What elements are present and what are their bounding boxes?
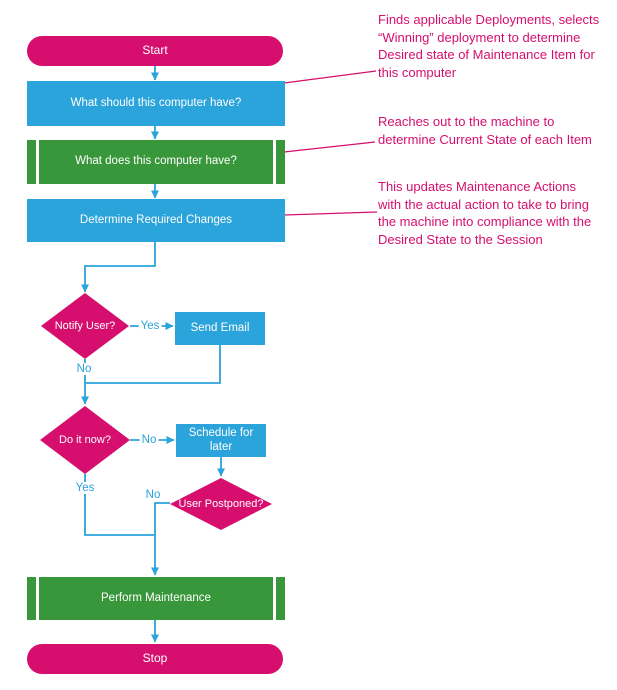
annotation-desired-state: Finds applicable Deployments, selects “W… [378, 11, 599, 81]
edge-label-postponed-no: No [143, 489, 163, 501]
annotation-line: with the actual action to take to bring [378, 196, 590, 212]
predefined-stripe-right [273, 140, 276, 184]
annotation-current-state: Reaches out to the machine to determine … [378, 113, 592, 148]
edge-label-notify-no: No [74, 363, 94, 375]
annotation-line: this computer [378, 64, 457, 80]
node-start: Start [27, 36, 283, 66]
edge-now-yes-to-merge [84, 474, 154, 536]
node-what-should-this-computer-have: What should this computer have? [27, 81, 285, 126]
annotation-line: This updates Maintenance Actions [378, 179, 577, 194]
annotation-line: “Winning” deployment to determine [378, 29, 581, 45]
edge-label-now-yes: Yes [73, 482, 97, 494]
node-what-does-this-computer-have: What does this computer have? [27, 140, 285, 184]
predefined-stripe-left [36, 140, 39, 184]
node-schedule-for-later: Schedule for later [176, 424, 266, 457]
annotation-line: the machine into compliance with the [378, 214, 592, 229]
callout-line-current [283, 141, 376, 153]
annotation-line: determine Current State of each Item [378, 131, 592, 147]
edge-label-now-no: No [139, 434, 159, 446]
predefined-stripe-left [36, 577, 39, 620]
annotation-line: Desired state of Maintenance Item for [378, 47, 595, 62]
node-label: Perform Maintenance [101, 591, 211, 604]
node-perform-maintenance: Perform Maintenance [27, 577, 285, 620]
predefined-stripe-right [273, 577, 276, 620]
annotation-maintenance-actions: This updates Maintenance Actions with th… [378, 178, 591, 248]
node-stop: Stop [27, 644, 283, 674]
node-label: What does this computer have? [75, 155, 237, 168]
annotation-line: Desired State to the Session [378, 231, 543, 247]
callout-line-changes [283, 211, 378, 216]
edge-email-to-merge [86, 345, 221, 384]
node-send-email: Send Email [175, 312, 265, 345]
annotation-line: Finds applicable Deployments, selects [378, 12, 600, 27]
node-determine-required-changes: Determine Required Changes [27, 199, 285, 242]
edge-postponed-no-to-merge [154, 502, 170, 535]
edge-changes-to-notify [81, 242, 156, 293]
annotation-line: Reaches out to the machine to [378, 114, 555, 129]
edge-label-notify-yes: Yes [138, 320, 162, 332]
callout-line-desired [283, 70, 377, 84]
